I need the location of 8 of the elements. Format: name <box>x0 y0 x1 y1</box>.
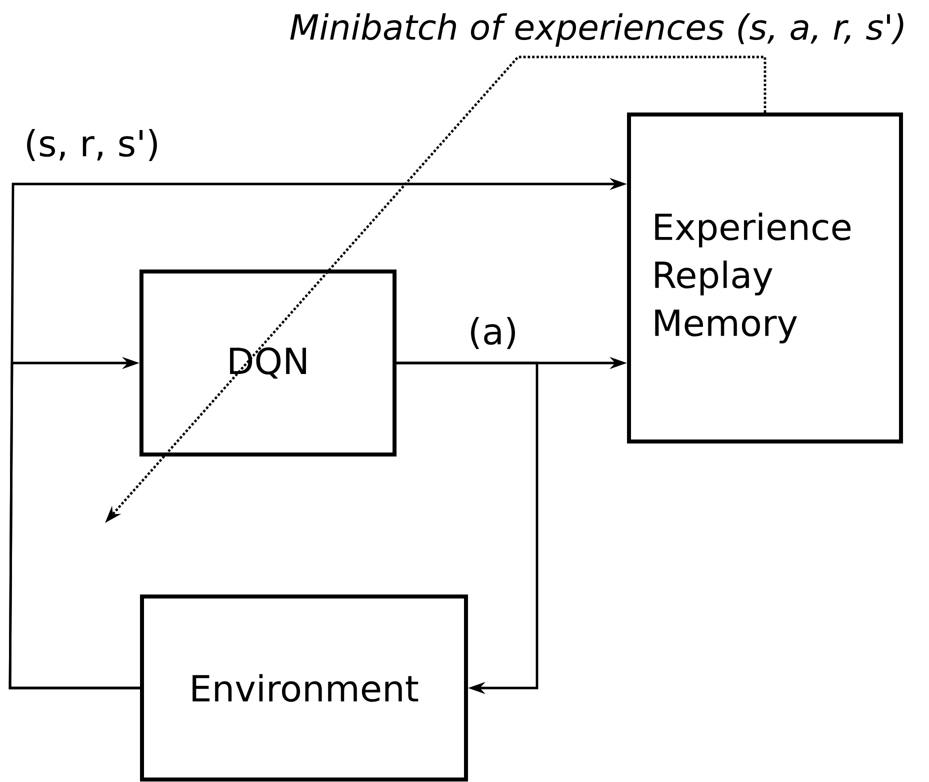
edge-label: (s, r, s') <box>22 128 162 162</box>
arrow <box>8 356 140 690</box>
process-box: DQN <box>139 270 397 456</box>
edge-label: (a) <box>466 316 520 350</box>
process-box: Environment <box>140 594 468 782</box>
edge-label: Minibatch of experiences (s, a, r, s') <box>288 12 908 48</box>
arrow <box>396 362 538 694</box>
process-box: Experience Replay Memory <box>627 112 903 444</box>
